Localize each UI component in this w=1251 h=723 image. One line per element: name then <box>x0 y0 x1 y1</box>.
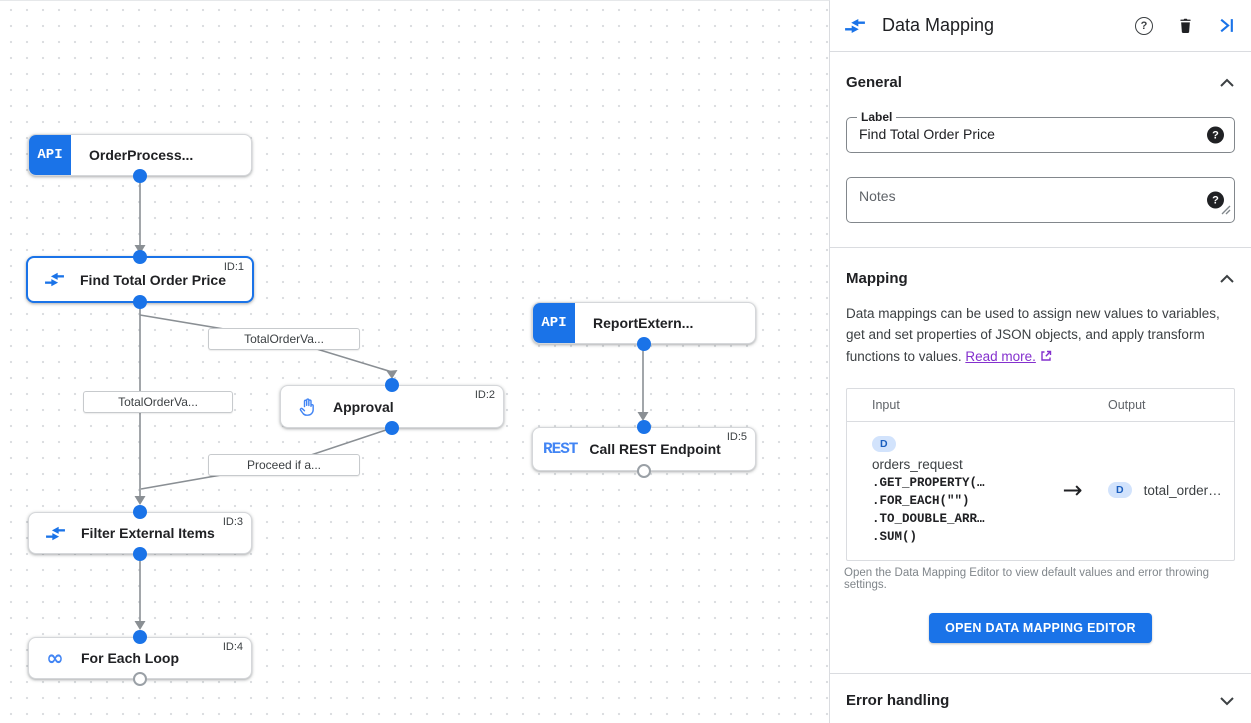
node-report-extern-trigger[interactable]: API ReportExtern... <box>532 302 756 351</box>
node-title: OrderProcess... <box>89 147 194 163</box>
read-more-label: Read more. <box>965 348 1036 364</box>
node-filter-external-items[interactable]: ID:3 Filter External Items <box>28 505 252 561</box>
mapping-hint: Open the Data Mapping Editor to view def… <box>844 567 1210 592</box>
label-field: Label ? <box>846 110 1235 153</box>
config-panel: Data Mapping ? <box>830 0 1251 723</box>
connector-dot[interactable] <box>385 421 399 435</box>
mapping-output-cell: D total_order… <box>1108 482 1234 499</box>
transform-function: .TO_DOUBLE_ARR… <box>872 512 985 527</box>
input-column-header: Input <box>872 397 900 412</box>
output-variable: total_order… <box>1143 482 1222 498</box>
data-type-badge: D <box>1108 482 1132 499</box>
section-error-handling-header[interactable]: Error handling <box>846 674 1235 723</box>
resize-handle-icon[interactable] <box>1221 202 1231 220</box>
edge-label-text: TotalOrderVa... <box>118 395 198 409</box>
node-for-each-loop[interactable]: ID:4 ∞ For Each Loop <box>28 630 252 686</box>
panel-header: Data Mapping ? <box>830 0 1251 52</box>
data-type-badge: D <box>872 435 896 452</box>
mapping-description-text: Data mappings can be used to assign new … <box>846 306 1220 364</box>
section-title: Error handling <box>846 692 950 710</box>
input-variable: orders_request <box>872 456 963 472</box>
node-id-badge: ID:3 <box>222 516 243 528</box>
node-title: Call REST Endpoint <box>589 441 721 457</box>
connector-dot[interactable] <box>637 337 651 351</box>
connector-dot-open[interactable] <box>133 672 147 686</box>
help-icon[interactable]: ? <box>1133 15 1155 37</box>
node-title: Find Total Order Price <box>80 271 226 288</box>
workflow-canvas[interactable]: TotalOrderVa... TotalOrderVa... Proceed … <box>0 0 830 723</box>
data-mapping-icon <box>844 18 866 34</box>
notes-field: ? <box>846 177 1235 223</box>
chevron-down-icon <box>1220 697 1234 706</box>
loop-icon: ∞ <box>46 645 64 670</box>
node-title: Approval <box>333 398 394 415</box>
node-order-process-trigger[interactable]: API OrderProcess... <box>28 134 252 183</box>
api-trigger-icon: API <box>533 303 575 343</box>
edge-label-text: TotalOrderVa... <box>244 332 324 346</box>
section-title: Mapping <box>846 270 908 287</box>
node-title: For Each Loop <box>81 650 179 666</box>
edge-label-total-order-value-1[interactable]: TotalOrderVa... <box>208 328 360 350</box>
transform-function: .FOR_EACH("") <box>872 494 970 509</box>
output-column-header: Output <box>1108 397 1146 412</box>
workflow-edges <box>134 176 649 630</box>
section-mapping-header[interactable]: Mapping <box>846 248 1235 299</box>
node-id-badge: ID:2 <box>474 389 495 401</box>
node-call-rest-endpoint[interactable]: ID:5 REST Call REST Endpoint <box>532 420 756 478</box>
connector-dot[interactable] <box>637 420 651 434</box>
chevron-up-icon <box>1220 78 1234 87</box>
label-field-label: Label <box>857 110 897 124</box>
connector-dot[interactable] <box>133 547 147 561</box>
api-trigger-icon: API <box>29 135 71 175</box>
mapping-description: Data mappings can be used to assign new … <box>846 299 1235 370</box>
data-mapping-icon <box>43 272 65 287</box>
node-find-total-order-price[interactable]: ID:1 Find Total Order Price <box>26 250 254 309</box>
external-link-icon <box>1040 347 1052 368</box>
edge-label-total-order-value-2[interactable]: TotalOrderVa... <box>83 391 233 413</box>
connector-dot[interactable] <box>133 630 147 644</box>
node-title: ReportExtern... <box>593 315 694 331</box>
rest-icon: REST <box>543 440 578 458</box>
collapse-panel-icon[interactable] <box>1215 15 1237 37</box>
label-input[interactable] <box>847 118 1177 142</box>
section-general-header[interactable]: General <box>846 52 1235 103</box>
label-help-icon[interactable]: ? <box>1207 126 1224 144</box>
approval-hand-icon <box>296 397 318 417</box>
mapping-table-header: Input Output <box>847 389 1234 422</box>
open-data-mapping-editor-button[interactable]: OPEN DATA MAPPING EDITOR <box>929 613 1152 644</box>
node-approval[interactable]: ID:2 Approval <box>280 378 504 435</box>
connector-dot[interactable] <box>133 295 147 309</box>
connector-dot-open[interactable] <box>637 464 651 478</box>
section-general: General Label ? ? <box>830 52 1251 247</box>
section-error-handling: Error handling <box>830 673 1251 723</box>
section-title: General <box>846 74 902 91</box>
node-id-badge: ID:5 <box>726 431 747 443</box>
notes-help-icon[interactable]: ? <box>1207 191 1224 209</box>
data-mapping-icon <box>44 526 66 541</box>
panel-title: Data Mapping <box>882 15 995 35</box>
node-id-badge: ID:1 <box>223 261 244 273</box>
mapping-row[interactable]: D orders_request .GET_PROPERTY(… .FOR_EA… <box>847 422 1234 561</box>
edge-label-proceed-if[interactable]: Proceed if a... <box>208 454 360 476</box>
edge-label-text: Proceed if a... <box>246 458 322 472</box>
section-mapping: Mapping Data mappings can be used to ass… <box>830 248 1251 644</box>
chevron-up-icon <box>1220 274 1234 283</box>
node-title: Filter External Items <box>81 525 215 541</box>
mapping-table: Input Output D orders_request .GET_PROPE… <box>846 387 1235 562</box>
mapping-arrow-cell: → <box>1037 476 1108 504</box>
connector-dot[interactable] <box>133 169 147 183</box>
arrow-right-icon: → <box>1062 476 1083 505</box>
section-divider <box>830 247 1251 248</box>
node-id-badge: ID:4 <box>222 641 243 653</box>
transform-function: .GET_PROPERTY(… <box>872 475 985 490</box>
mapping-input-cell: D orders_request .GET_PROPERTY(… .FOR_EA… <box>847 434 1037 547</box>
delete-icon[interactable] <box>1174 15 1196 37</box>
transform-function: .SUM() <box>872 530 918 545</box>
notes-input[interactable] <box>847 178 1177 218</box>
connector-dot[interactable] <box>133 505 147 519</box>
connector-dot[interactable] <box>385 378 399 392</box>
connector-dot[interactable] <box>133 250 147 264</box>
read-more-link[interactable]: Read more. <box>965 349 1036 364</box>
